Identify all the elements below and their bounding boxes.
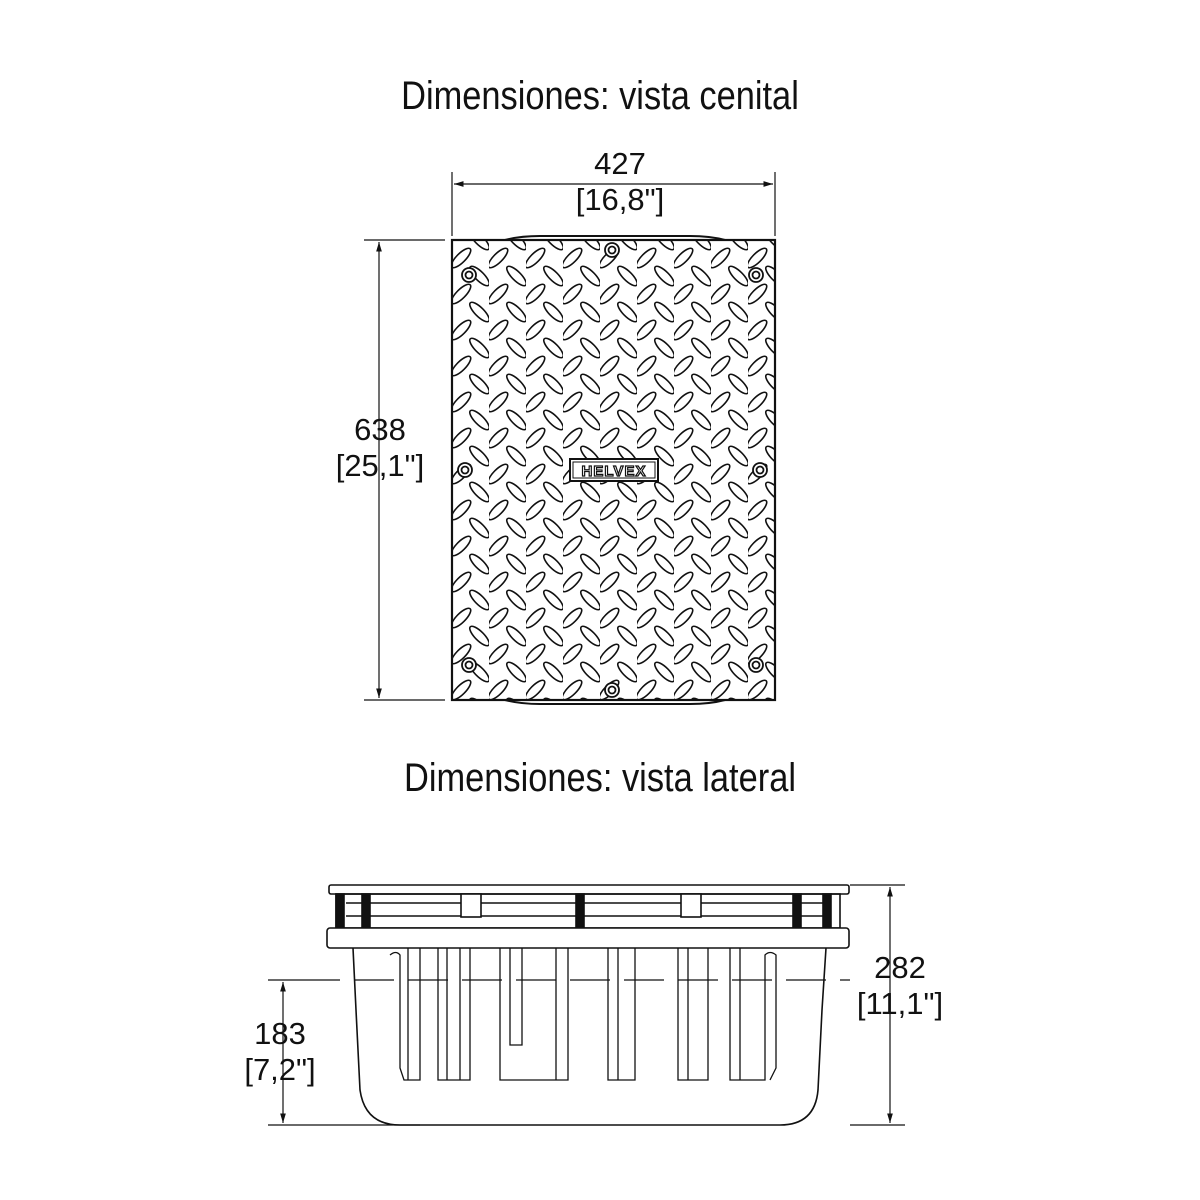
bolt-icons: [457, 242, 768, 698]
width-in: [16,8"]: [575, 182, 665, 217]
body-height-in: [7,2"]: [244, 1052, 316, 1087]
total-height-mm: 282: [874, 950, 926, 985]
top-dimension-lines: [364, 172, 776, 701]
side-body-height-dimension: 183 [7,2"]: [210, 1016, 350, 1088]
width-mm: 427: [594, 146, 646, 181]
side-view-title: Dimensiones: vista lateral: [404, 756, 796, 800]
body-height-mm: 183: [254, 1016, 306, 1051]
helvex-logo: HELVEX: [569, 458, 659, 482]
top-view-title: Dimensiones: vista cenital: [401, 74, 799, 118]
registry-box-side-view: [326, 884, 850, 1126]
side-total-height-dimension: 282 [11,1"]: [820, 950, 980, 1022]
total-height-in: [11,1"]: [856, 986, 944, 1021]
cover-plate-top-view: HELVEX: [450, 235, 777, 705]
svg-text:HELVEX: HELVEX: [582, 463, 647, 480]
top-width-dimension: 427 [16,8"]: [540, 146, 700, 218]
